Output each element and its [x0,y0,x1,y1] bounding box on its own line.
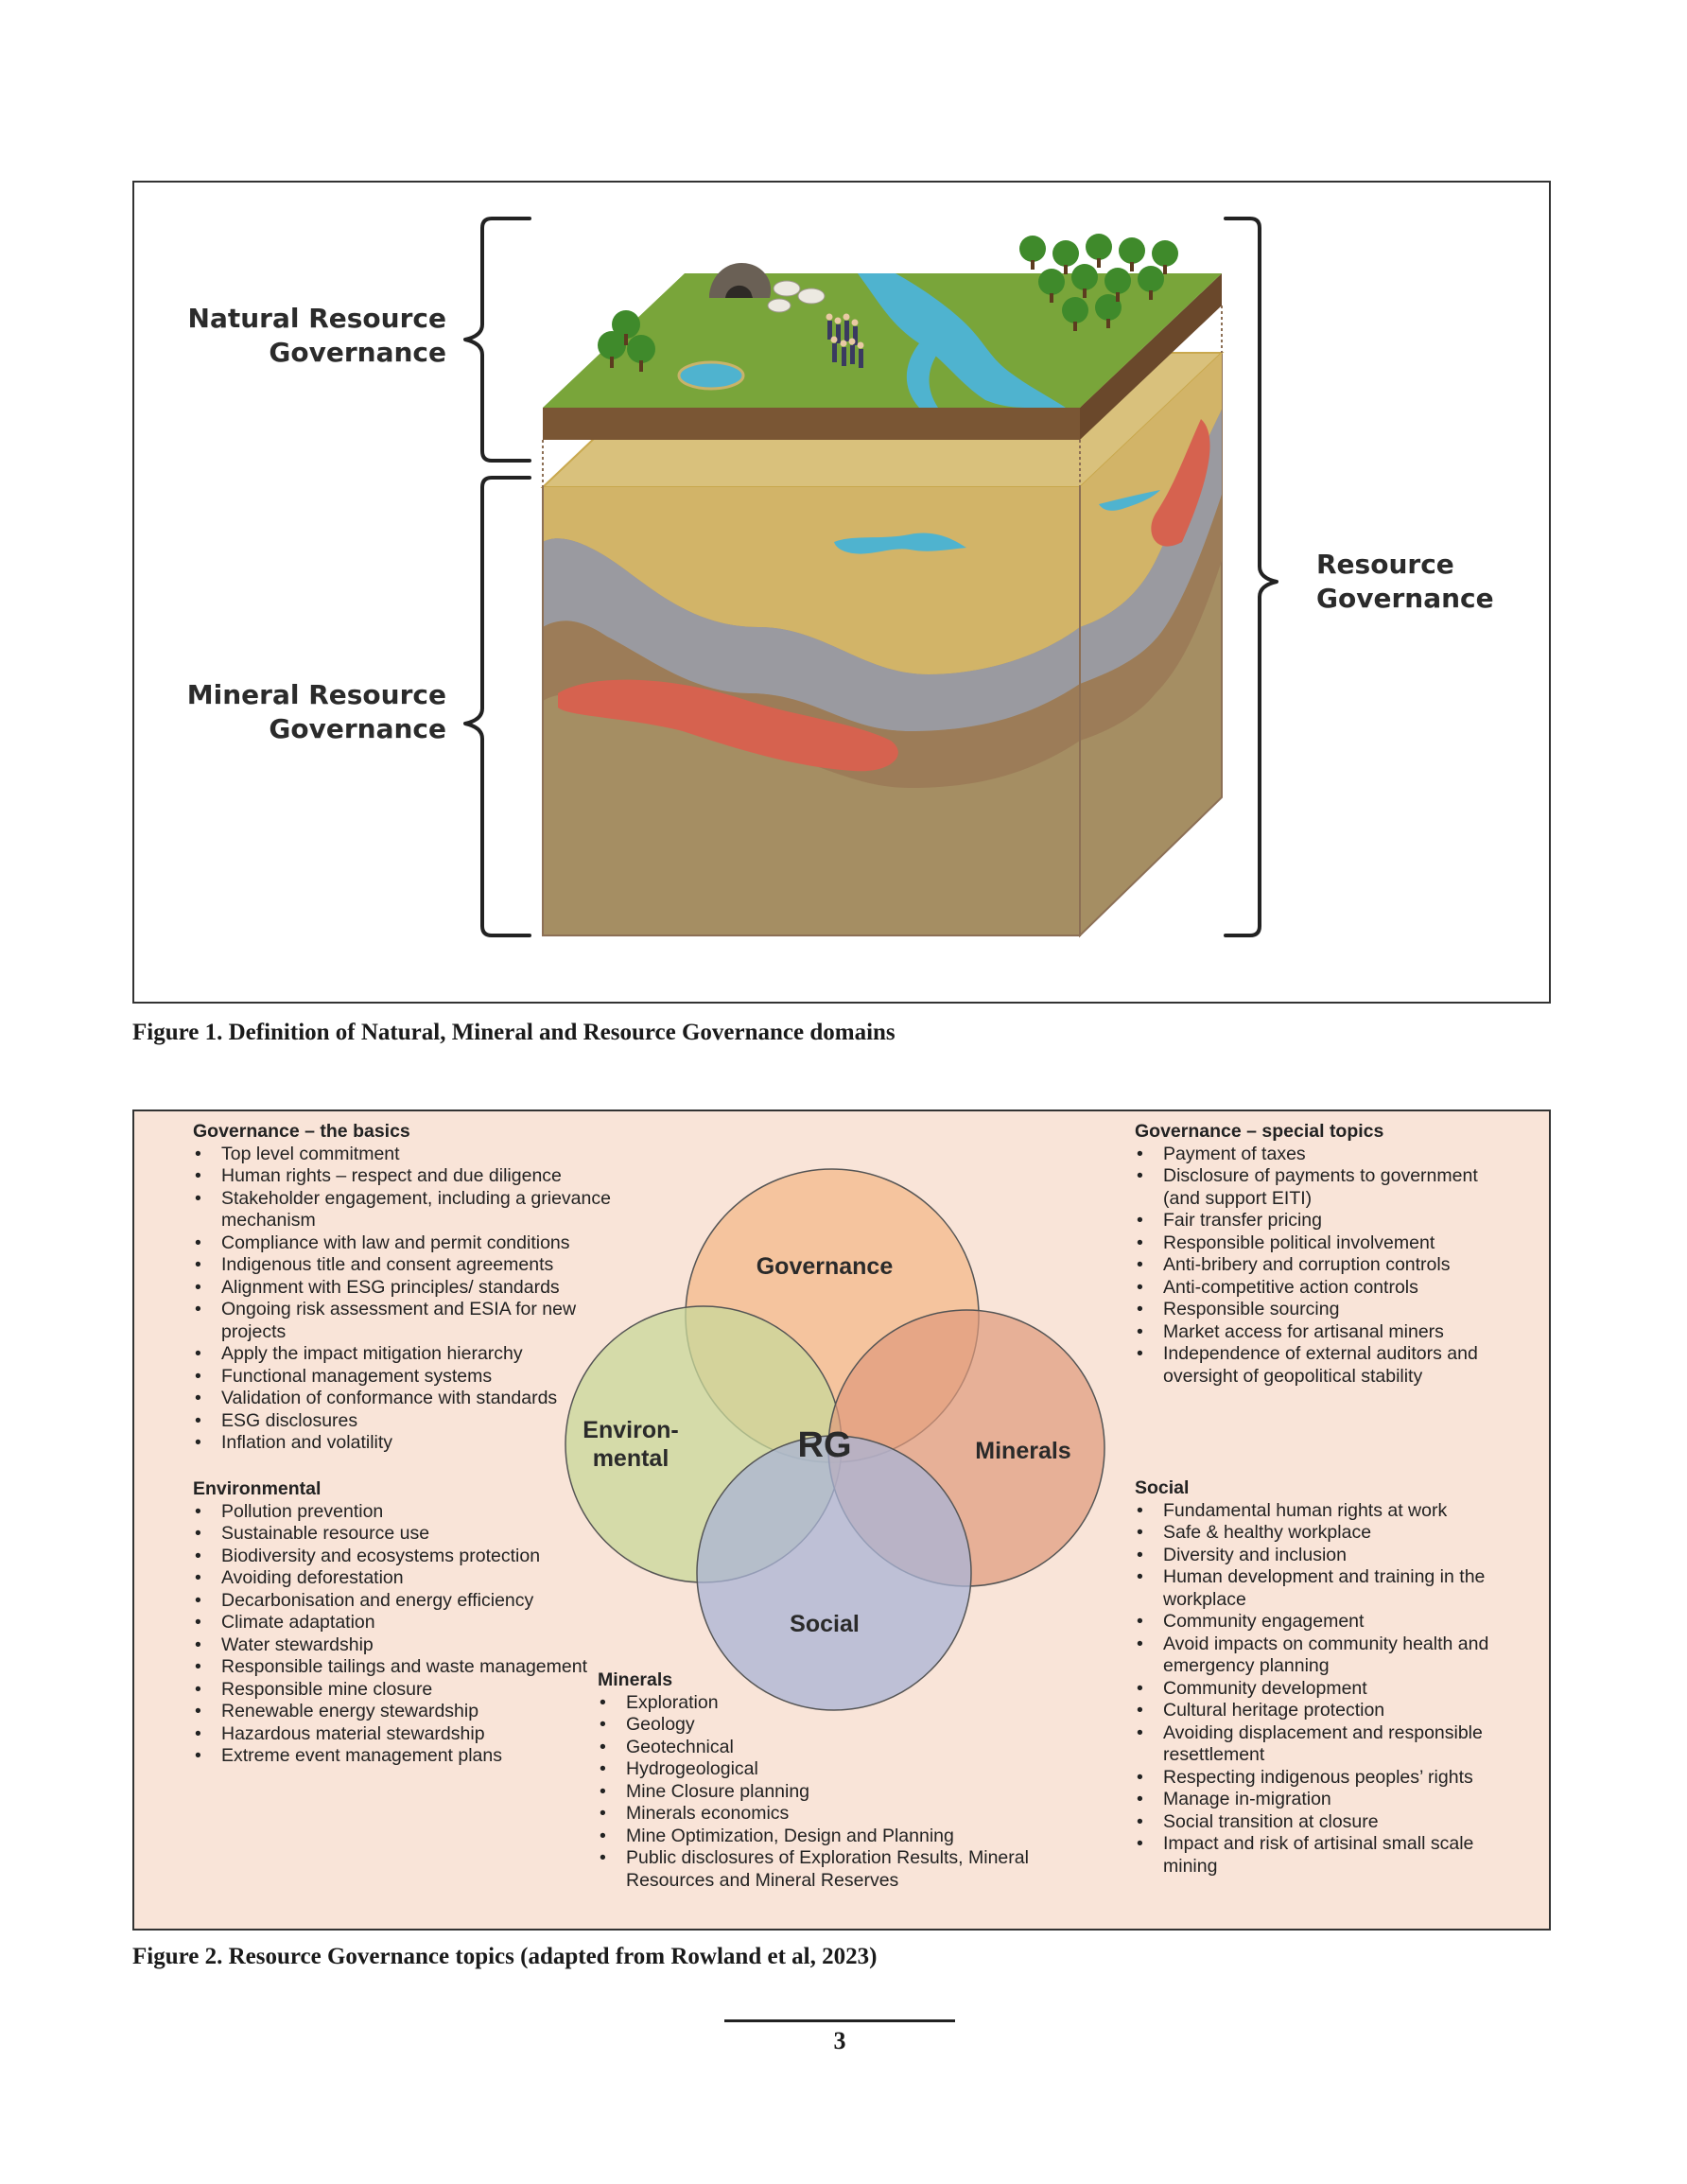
topic-item: Renewable energy stewardship [193,1701,590,1723]
topic-item: Hazardous material stewardship [193,1723,590,1746]
topic-item: Extreme event management plans [193,1745,590,1768]
topic-heading: Governance – the basics [193,1121,410,1142]
topic-item: Avoiding deforestation [193,1567,590,1590]
venn-social-label: Social [790,1611,860,1637]
topic-item: Compliance with law and permit condition… [193,1232,637,1255]
footer-rule [724,2019,955,2022]
topic-items: Payment of taxesDisclosure of payments t… [1135,1144,1513,1389]
figure-1-panel: Natural Resource Governance Mineral Reso… [132,181,1551,1004]
topic-item: ESG disclosures [193,1410,637,1433]
natural-label-line1: Natural Resource [187,303,446,334]
topic-item: Alignment with ESG principles/ standards [193,1277,637,1300]
topic-item: Responsible political involvement [1135,1232,1513,1255]
topic-heading: Minerals [598,1669,673,1690]
topic-item: Fair transfer pricing [1135,1210,1513,1232]
topic-heading: Social [1135,1477,1190,1498]
topic-item: Water stewardship [193,1634,590,1657]
mineral-label-line2: Governance [269,713,446,744]
topic-item: Payment of taxes [1135,1144,1513,1166]
topic-item: Avoid impacts on community health and em… [1135,1634,1513,1678]
topic-item: Geology [598,1714,1070,1737]
venn-center-label: RG [797,1425,852,1465]
topic-item: Human rights – respect and due diligence [193,1165,637,1188]
topic-item: Market access for artisanal miners [1135,1321,1513,1344]
topic-item: Ongoing risk assessment and ESIA for new… [193,1299,637,1343]
topic-item: Disclosure of payments to government (an… [1135,1165,1513,1210]
governance-special-topics-list: Governance – special topicsPayment of ta… [1135,1121,1513,1388]
resource-label-line1: Resource [1316,549,1454,580]
topic-item: Diversity and inclusion [1135,1545,1513,1567]
figure-2-caption: Figure 2. Resource Governance topics (ad… [132,1944,878,1969]
topic-item: Decarbonisation and energy efficiency [193,1590,590,1613]
topic-items: Pollution preventionSustainable resource… [193,1501,590,1768]
topic-item: Biodiversity and ecosystems protection [193,1546,590,1568]
figure-2-panel: Governance Environ- mental Minerals Soci… [132,1109,1551,1931]
topic-item: Functional management systems [193,1366,637,1389]
topic-item: Public disclosures of Exploration Result… [598,1847,1070,1892]
natural-label-line2: Governance [269,337,446,368]
topic-items: ExplorationGeologyGeotechnicalHydrogeolo… [598,1692,1070,1893]
topic-item: Validation of conformance with standards [193,1388,637,1410]
surface-slab [543,263,1222,440]
figure-1-caption: Figure 1. Definition of Natural, Mineral… [132,1020,896,1045]
topic-item: Responsible tailings and waste managemen… [193,1656,590,1679]
trees [598,234,1178,372]
venn-minerals-label: Minerals [975,1438,1071,1464]
topic-item: Safe & healthy workplace [1135,1522,1513,1545]
minerals-list: MineralsExplorationGeologyGeotechnicalHy… [598,1669,1070,1892]
topic-item: Apply the impact mitigation hierarchy [193,1343,637,1366]
topic-item: Mine Closure planning [598,1781,1070,1804]
people-group [826,313,864,368]
governance-basics-list: Governance – the basicsTop level commitm… [193,1121,637,1455]
topic-item: Hydrogeological [598,1758,1070,1781]
resource-governance-label: Resource Governance [1316,548,1543,616]
topic-item: Geotechnical [598,1737,1070,1759]
social-list: SocialFundamental human rights at workSa… [1135,1477,1513,1878]
environmental-list: EnvironmentalPollution preventionSustain… [193,1478,590,1768]
mineral-label-line1: Mineral Resource [186,679,446,710]
topic-item: Exploration [598,1692,1070,1715]
topic-items: Top level commitmentHuman rights – respe… [193,1144,637,1455]
topic-item: Pollution prevention [193,1501,590,1524]
topic-item: Indigenous title and consent agreements [193,1254,637,1277]
topic-item: Responsible mine closure [193,1679,590,1702]
mineral-resource-governance-label: Mineral Resource Governance [163,678,446,746]
geology-block-illustration [463,217,1278,938]
topic-item: Fundamental human rights at work [1135,1500,1513,1523]
topic-item: Community development [1135,1678,1513,1701]
topic-item: Sustainable resource use [193,1523,590,1546]
topic-item: Cultural heritage protection [1135,1700,1513,1722]
topic-item: Social transition at closure [1135,1811,1513,1834]
topic-heading: Governance – special topics [1135,1121,1384,1142]
topic-items: Fundamental human rights at workSafe & h… [1135,1500,1513,1878]
topic-item: Inflation and volatility [193,1432,637,1455]
venn-governance-label: Governance [756,1253,894,1280]
sheep [767,280,826,313]
topic-item: Human development and training in the wo… [1135,1566,1513,1611]
topic-item: Minerals economics [598,1803,1070,1826]
resource-label-line2: Governance [1316,583,1494,614]
topic-item: Anti-bribery and corruption controls [1135,1254,1513,1277]
topic-item: Avoiding displacement and responsible re… [1135,1722,1513,1767]
topic-item: Responsible sourcing [1135,1299,1513,1321]
topic-item: Mine Optimization, Design and Planning [598,1826,1070,1848]
topic-item: Independence of external auditors and ov… [1135,1343,1513,1388]
natural-resource-governance-label: Natural Resource Governance [163,302,446,370]
topic-item: Community engagement [1135,1611,1513,1634]
topic-item: Anti-competitive action controls [1135,1277,1513,1300]
topic-item: Climate adaptation [193,1612,590,1634]
braces [463,217,1278,937]
topic-item: Top level commitment [193,1144,637,1166]
topic-heading: Environmental [193,1478,322,1499]
topic-item: Manage in-migration [1135,1789,1513,1811]
topic-item: Respecting indigenous peoples’ rights [1135,1767,1513,1790]
topic-item: Impact and risk of artisinal small scale… [1135,1833,1513,1878]
topic-item: Stakeholder engagement, including a grie… [193,1188,637,1232]
page-number: 3 [833,2027,846,2054]
